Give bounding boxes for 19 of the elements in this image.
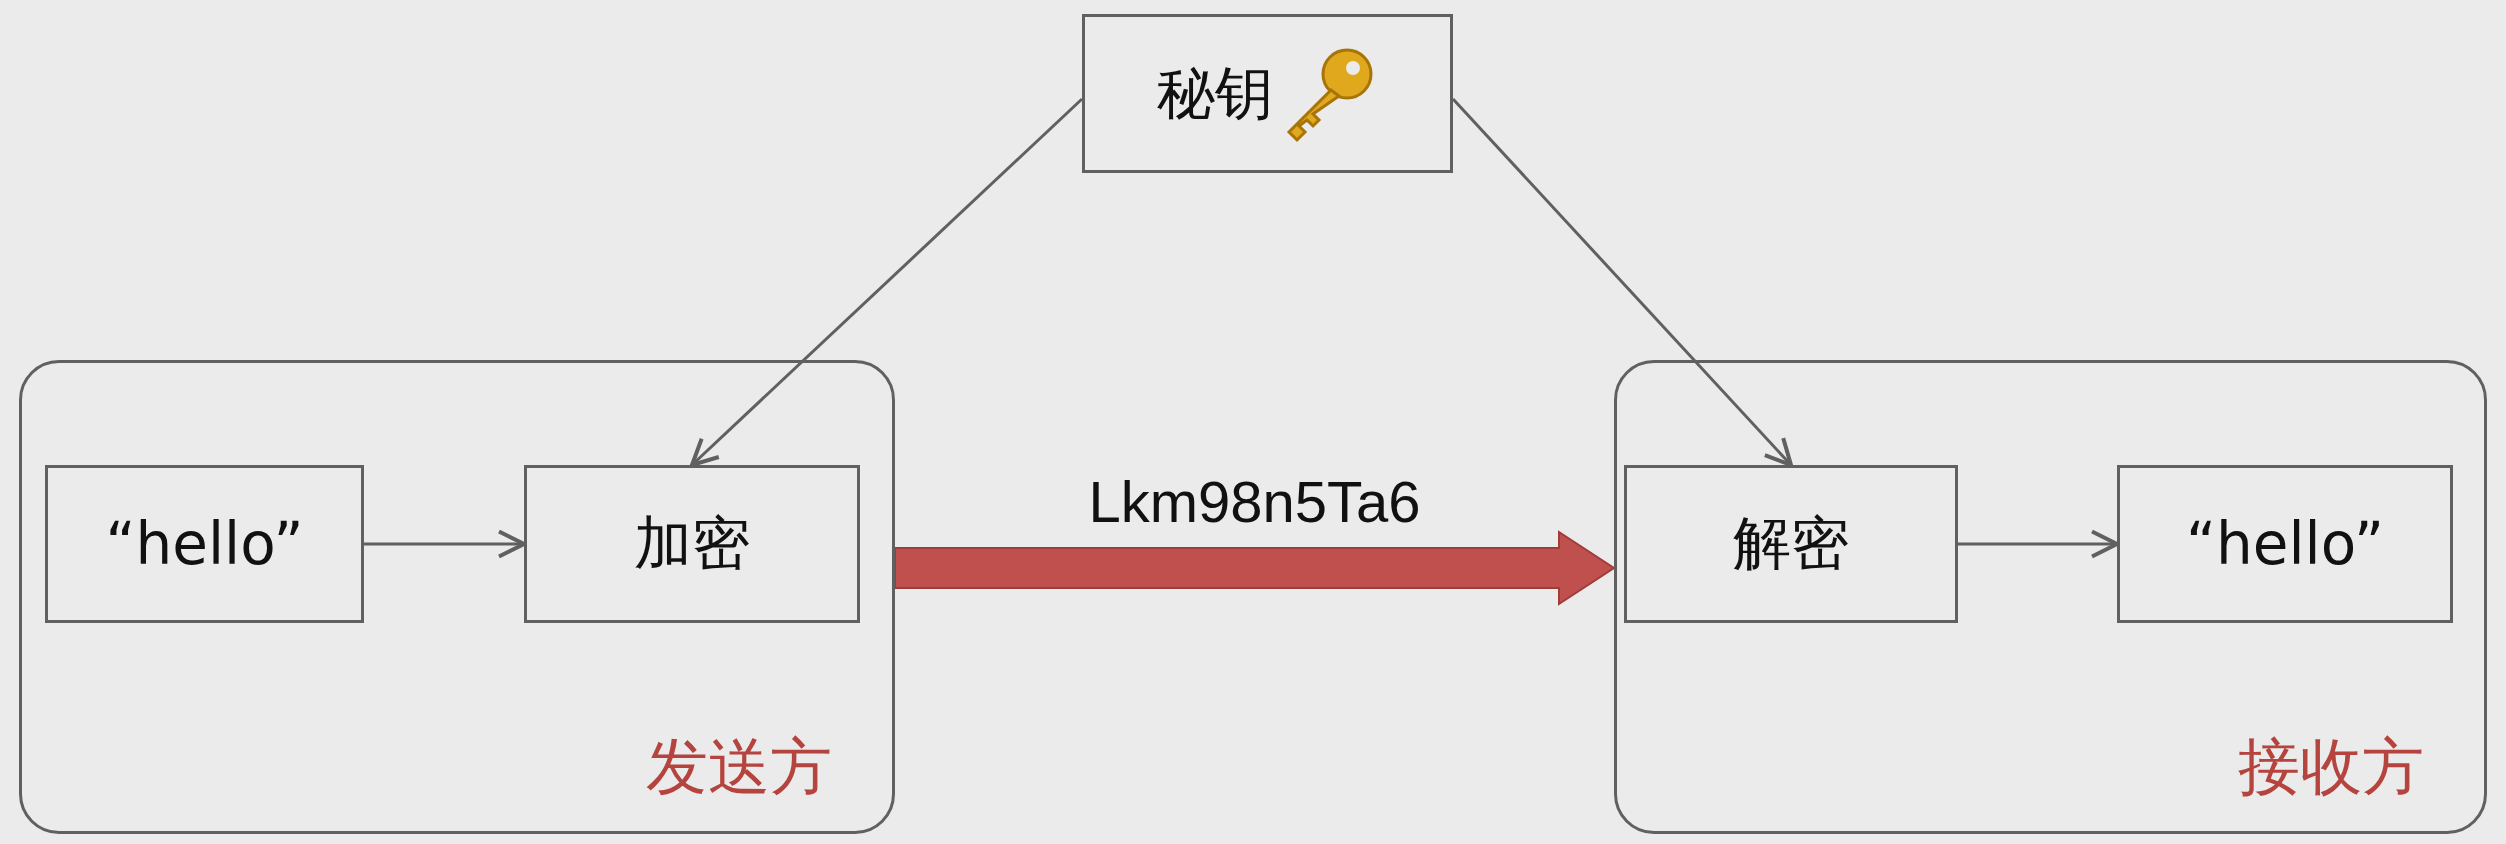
box-label: “hello”	[105, 510, 304, 578]
arrow	[1958, 529, 2119, 559]
thick-arrow	[894, 530, 1616, 606]
arrow	[690, 97, 1084, 467]
group-label: 发送方	[646, 729, 832, 805]
group-box	[19, 360, 895, 834]
box-label: “hello”	[2185, 510, 2385, 578]
arrow	[364, 529, 526, 559]
box-label: 解密	[1733, 508, 1849, 579]
box-label: 加密	[634, 508, 750, 579]
process-box	[1624, 465, 1958, 623]
process-box	[45, 465, 364, 623]
group-box	[1614, 360, 2487, 834]
group-label: 接收方	[2238, 729, 2424, 805]
arrow	[1451, 98, 1793, 467]
box-label: 秘钥	[1156, 57, 1273, 129]
process-box	[1082, 14, 1453, 173]
process-box	[2117, 465, 2453, 623]
process-box	[524, 465, 860, 623]
